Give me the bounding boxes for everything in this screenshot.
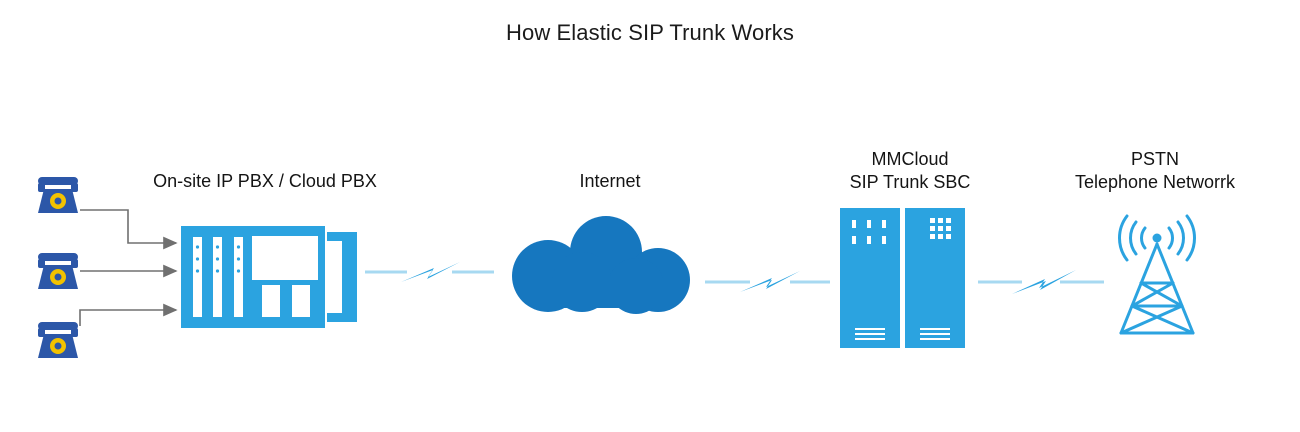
- internet-label: Internet: [579, 171, 641, 191]
- desk-phone-icon: [38, 253, 78, 289]
- phone-connectors: [79, 209, 178, 326]
- pbx-label: On-site IP PBX / Cloud PBX: [153, 171, 377, 191]
- page-title: How Elastic SIP Trunk Works: [506, 20, 794, 45]
- pstn-label-line1: PSTN: [1130, 149, 1179, 169]
- cell-tower-icon: [1117, 214, 1197, 335]
- lightning-link-icon: [365, 262, 494, 282]
- connector-line: [79, 303, 178, 326]
- connector-line: [80, 209, 178, 250]
- server-rack-icon: [840, 208, 965, 348]
- sbc-label: MMCloud SIP Trunk SBC: [800, 148, 1020, 194]
- pstn-label: PSTN Telephone Networrk: [1040, 148, 1270, 194]
- sbc-label-line1: MMCloud: [871, 149, 949, 169]
- desk-phone-icon: [38, 177, 78, 213]
- pstn-label-line2: Telephone Networrk: [1074, 172, 1236, 192]
- lightning-link-icon: [705, 271, 830, 292]
- cloud-icon: [512, 216, 690, 314]
- sbc-label-line2: SIP Trunk SBC: [849, 172, 971, 192]
- lightning-link-icon: [978, 270, 1104, 294]
- desk-phone-icon: [38, 322, 78, 358]
- pbx-appliance-icon: [181, 226, 357, 328]
